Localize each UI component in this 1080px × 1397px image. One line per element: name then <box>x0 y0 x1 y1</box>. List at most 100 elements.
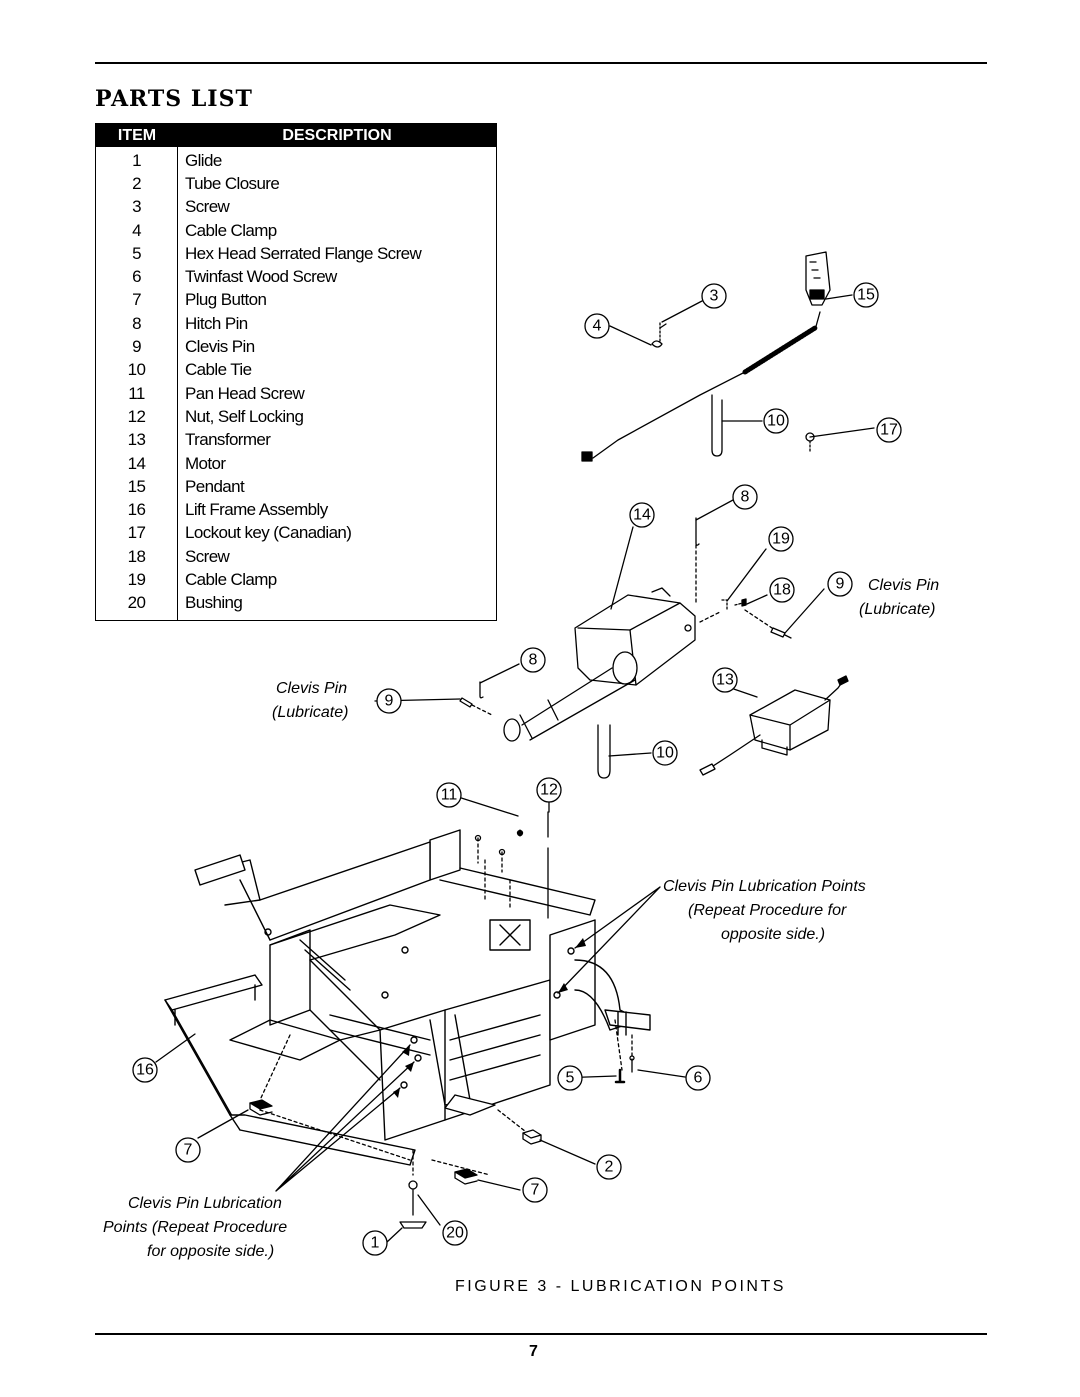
callout-10-lower: 10 <box>656 745 674 762</box>
item-number: 4 <box>132 220 141 240</box>
item-description: Hitch Pin <box>185 313 248 333</box>
callout-1: 1 <box>371 1235 380 1252</box>
note-lube-right-2: (Repeat Procedure for <box>688 902 847 919</box>
plug-button-7b <box>454 1168 478 1179</box>
item-number: 12 <box>127 406 146 426</box>
callout-8-lower: 8 <box>529 652 538 669</box>
screw-5 <box>614 1068 626 1084</box>
table-row: 12 Nut, Self Locking <box>96 405 496 428</box>
clevis-pin-left <box>459 697 473 708</box>
column-divider <box>177 147 178 620</box>
table-row: 10 Cable Tie <box>96 359 496 382</box>
note-lube-right-3: opposite side.) <box>721 926 825 943</box>
item-description: Lift Frame Assembly <box>185 500 328 520</box>
item-number: 1 <box>132 150 141 170</box>
table-row: 14 Motor <box>96 452 496 475</box>
callout-13: 13 <box>716 672 734 689</box>
callout-10-top: 10 <box>767 413 785 430</box>
note-lube-left-3: for opposite side.) <box>147 1243 274 1260</box>
callout-9-left: 9 <box>385 693 394 710</box>
item-description: Nut, Self Locking <box>185 406 304 426</box>
glide <box>399 1221 427 1229</box>
item-description: Cable Tie <box>185 360 252 380</box>
motor <box>503 587 696 742</box>
callout-16: 16 <box>136 1062 154 1079</box>
callout-12: 12 <box>540 782 558 799</box>
item-column-header: ITEM <box>117 126 157 144</box>
callout-7-left: 7 <box>184 1142 193 1159</box>
note-clevis-right-2: (Lubricate) <box>859 601 935 618</box>
table-row: 3 Screw <box>96 196 496 219</box>
item-number: 20 <box>127 593 146 613</box>
cable-clamp-4 <box>651 340 663 348</box>
table-row: 18 Screw <box>96 545 496 568</box>
item-description: Pan Head Screw <box>185 383 305 403</box>
page-number: 7 <box>529 1343 538 1360</box>
item-description: Screw <box>185 197 230 217</box>
table-row: 8 Hitch Pin <box>96 312 496 335</box>
item-number: 2 <box>132 173 141 193</box>
callout-4: 4 <box>593 318 602 335</box>
description-column-header: DESCRIPTION <box>282 126 392 144</box>
table-row: 16 Lift Frame Assembly <box>96 498 496 521</box>
note-lube-left-1: Clevis Pin Lubrication <box>128 1195 282 1212</box>
item-number: 17 <box>127 523 146 543</box>
callout-18: 18 <box>773 582 791 599</box>
item-number: 3 <box>132 197 141 217</box>
table-row: 5 Hex Head Serrated Flange Screw <box>96 242 496 265</box>
note-clevis-left-1: Clevis Pin <box>276 680 347 697</box>
item-description: Lockout key (Canadian) <box>185 523 352 543</box>
item-number: 5 <box>132 243 141 263</box>
item-description: Motor <box>185 453 226 473</box>
callout-11: 11 <box>441 787 458 804</box>
page-title: PARTS LIST <box>95 86 253 112</box>
note-clevis-left-2: (Lubricate) <box>272 704 348 721</box>
item-description: Screw <box>185 546 230 566</box>
callout-8-top: 8 <box>741 489 750 506</box>
bushing <box>408 1180 418 1190</box>
item-description: Pendant <box>185 476 245 496</box>
table-row: 4 Cable Clamp <box>96 219 496 242</box>
item-number: 18 <box>127 546 146 566</box>
item-number: 6 <box>132 267 141 287</box>
item-description: Cable Clamp <box>185 220 277 240</box>
callout-14: 14 <box>633 507 651 524</box>
item-description: Hex Head Serrated Flange Screw <box>185 243 422 263</box>
clevis-pin-right <box>770 627 786 638</box>
callout-17: 17 <box>880 422 898 439</box>
callout-6: 6 <box>694 1070 703 1087</box>
table-header: ITEM DESCRIPTION <box>96 124 496 147</box>
table-row: 6 Twinfast Wood Screw <box>96 265 496 288</box>
note-lube-left-2: Points (Repeat Procedure <box>103 1219 287 1236</box>
item-number: 11 <box>128 383 145 403</box>
cable-plug <box>581 451 593 462</box>
table-row: 20 Bushing <box>96 592 496 615</box>
item-number: 10 <box>127 360 146 380</box>
note-clevis-right-1: Clevis Pin <box>868 577 939 594</box>
callout-15: 15 <box>857 287 875 304</box>
item-number: 14 <box>127 453 146 473</box>
callout-7-right: 7 <box>531 1182 540 1199</box>
item-description: Bushing <box>185 593 243 613</box>
item-number: 8 <box>132 313 141 333</box>
tube-closure <box>522 1129 542 1139</box>
table-row: 11 Pan Head Screw <box>96 382 496 405</box>
plug-button-7a <box>249 1099 273 1110</box>
top-rule <box>95 62 987 64</box>
cable-tie-top <box>711 394 723 457</box>
figure-caption: FIGURE 3 - LUBRICATION POINTS <box>455 1278 786 1295</box>
item-number: 16 <box>127 500 146 520</box>
item-description: Transformer <box>185 430 271 450</box>
item-number: 7 <box>132 290 141 310</box>
item-description: Twinfast Wood Screw <box>185 267 337 287</box>
note-lube-right-1: Clevis Pin Lubrication Points <box>663 878 866 895</box>
